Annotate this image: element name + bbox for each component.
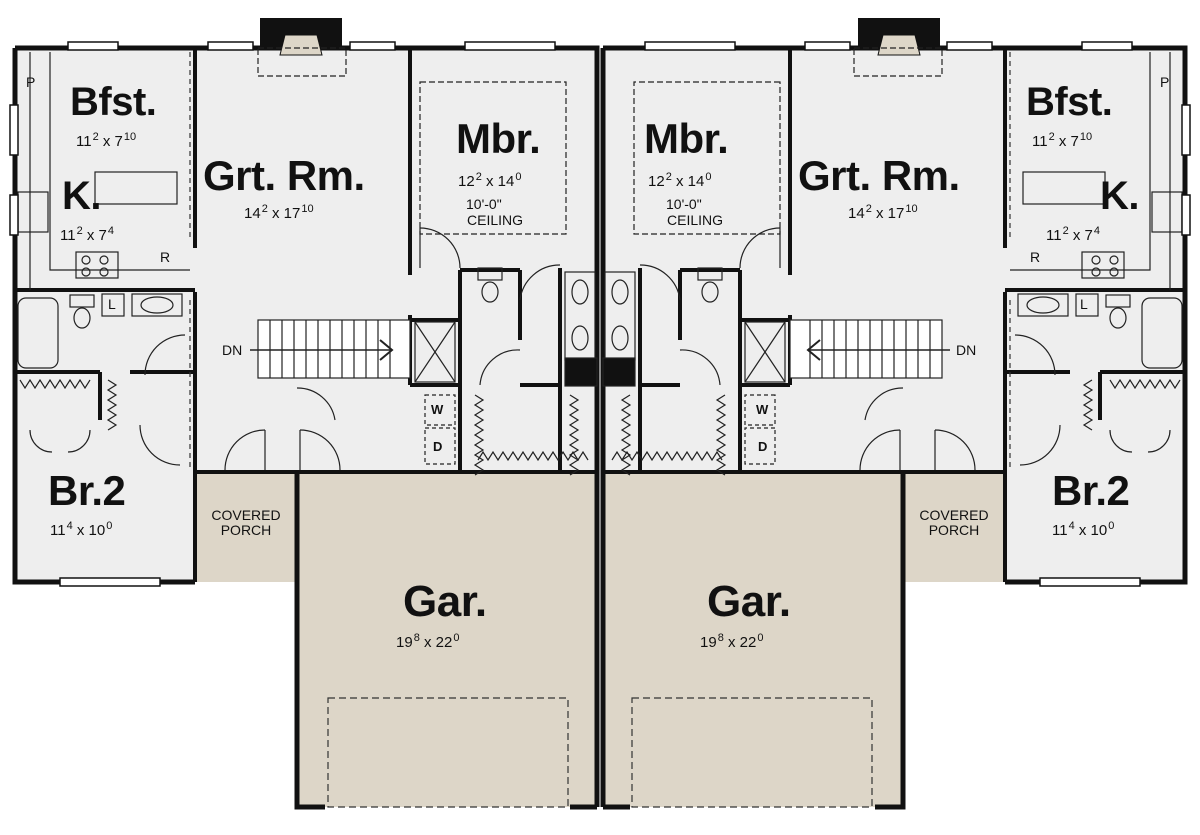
laundry-label-left: L	[108, 296, 116, 312]
laundry-label-right: L	[1080, 296, 1088, 312]
breakfast-label-left: Bfst.	[70, 80, 157, 124]
kitchen-dim-left: 112 x 74	[60, 225, 115, 244]
garage-door-outlines	[327, 697, 873, 808]
kitchen-label-left: K.	[62, 174, 102, 218]
fixtures-left	[17, 52, 598, 465]
garage-fills	[297, 472, 903, 807]
master-label-left: Mbr.	[456, 115, 541, 162]
master-dim-left: 122 x 140	[458, 171, 522, 190]
master-label-right: Mbr.	[644, 115, 729, 162]
master-ceiling-height-right: 10'-0"	[666, 196, 702, 212]
stair-label-left: DN	[222, 342, 243, 358]
garage-label-left: Gar.	[403, 577, 487, 626]
washer-label-left: W	[431, 402, 444, 417]
bedroom2-dim-right: 114 x 100	[1052, 520, 1115, 539]
dryer-label-right: D	[758, 439, 768, 454]
kitchen-dim-right: 112 x 74	[1046, 225, 1101, 244]
great-room-label-right: Grt. Rm.	[798, 152, 960, 199]
garage-label-right: Gar.	[707, 577, 791, 626]
master-dim-right: 122 x 140	[648, 171, 712, 190]
stairs-left	[250, 319, 411, 379]
garage-dim-right: 198 x 220	[700, 632, 764, 651]
master-ceiling-word-right: CEILING	[667, 212, 724, 228]
porch-fills	[195, 472, 1005, 582]
great-room-dim-right: 142 x 1710	[848, 203, 918, 222]
washer-label-right: W	[756, 402, 769, 417]
bedroom2-label-right: Br.2	[1052, 467, 1130, 514]
kitchen-label-right: K.	[1100, 174, 1140, 218]
pantry-label-left: P	[26, 74, 36, 90]
great-room-dim-left: 142 x 1710	[244, 203, 314, 222]
master-ceiling-height-left: 10'-0"	[466, 196, 502, 212]
bedroom2-dim-left: 114 x 100	[50, 520, 113, 539]
windows	[9, 41, 1191, 587]
refrigerator-label-left: R	[160, 249, 171, 265]
interior-fill	[15, 48, 1185, 582]
breakfast-dim-left: 112 x 710	[76, 131, 137, 150]
stair-label-right: DN	[956, 342, 977, 358]
garage-dim-left: 198 x 220	[396, 632, 460, 651]
interior-walls-left	[15, 48, 597, 582]
refrigerator-label-right: R	[1030, 249, 1041, 265]
closets-left	[19, 378, 589, 476]
breakfast-dim-right: 112 x 710	[1032, 131, 1093, 150]
dryer-label-left: D	[433, 439, 443, 454]
master-ceiling-word-left: CEILING	[467, 212, 524, 228]
fireplaces	[257, 18, 943, 77]
open-plan-dividers	[189, 52, 1011, 470]
doors-left	[29, 227, 561, 471]
breakfast-label-right: Bfst.	[1026, 80, 1113, 124]
pantry-label-right: P	[1160, 74, 1170, 90]
great-room-label-left: Grt. Rm.	[203, 152, 365, 199]
bedroom2-label-left: Br.2	[48, 467, 126, 514]
